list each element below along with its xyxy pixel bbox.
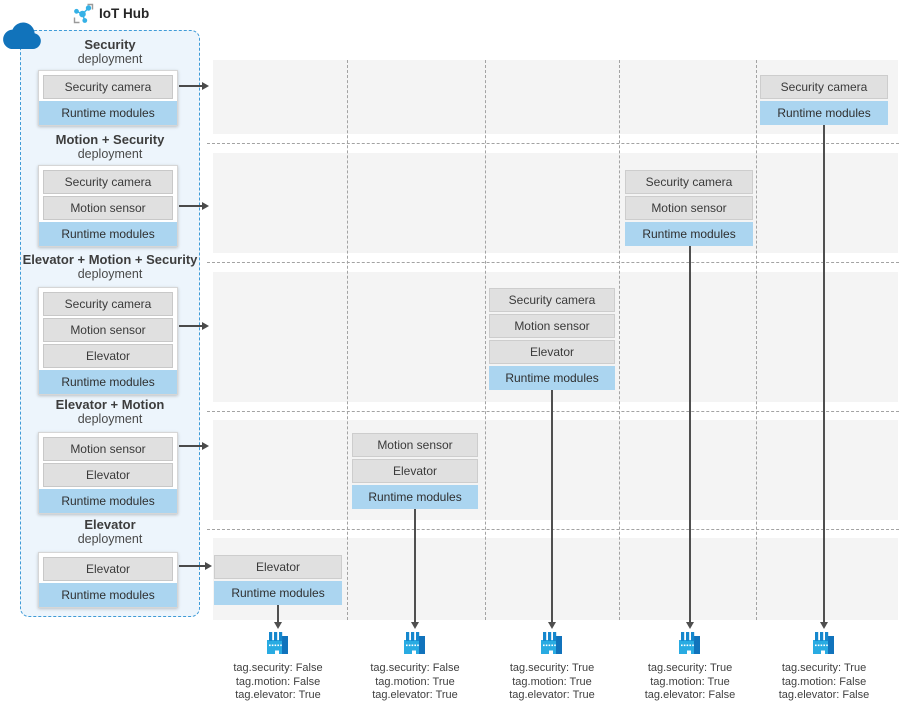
arrowhead-icon [411, 622, 419, 629]
deployment-title-elevator: Elevator deployment [77, 517, 143, 547]
deployment-card-elevator-motion: Motion sensor Elevator Runtime modules [38, 432, 178, 514]
arrowhead-icon [820, 622, 828, 629]
device-2-tags: tag.security: False tag.motion: True tag… [370, 662, 460, 701]
module-box: Motion sensor [625, 196, 753, 220]
device-3-module-stack: Security camera Motion sensor Elevator R… [489, 288, 615, 390]
arrow-icon [179, 205, 203, 207]
connector-line [689, 246, 691, 622]
grid-row-band-5 [213, 538, 898, 620]
deployment-card-motion-security: Security camera Motion sensor Runtime mo… [38, 165, 178, 247]
module-box: Elevator [43, 463, 173, 487]
module-box: Motion sensor [43, 318, 173, 342]
module-box: Security camera [625, 170, 753, 194]
device-5-module-stack: Security camera Runtime modules [760, 75, 888, 125]
column-separator [756, 60, 757, 620]
arrowhead-icon [686, 622, 694, 629]
deployment-card-security: Security camera Runtime modules [38, 70, 178, 126]
module-box: Security camera [760, 75, 888, 99]
iot-edge-device-icon [541, 632, 562, 654]
cloud-icon [3, 22, 41, 49]
device-1-module-stack: Elevator Runtime modules [214, 555, 342, 605]
device-3-tags: tag.security: True tag.motion: True tag.… [509, 662, 595, 701]
deployment-card-elevator: Elevator Runtime modules [38, 552, 178, 608]
runtime-modules-box: Runtime modules [39, 489, 177, 513]
module-box: Security camera [43, 75, 173, 99]
runtime-modules-box: Runtime modules [39, 101, 177, 125]
row-separator [207, 411, 899, 412]
runtime-modules-box: Runtime modules [352, 485, 478, 509]
row-separator [207, 529, 899, 530]
module-box: Elevator [43, 557, 173, 581]
arrowhead-icon [202, 442, 209, 450]
iot-edge-device-icon [404, 632, 425, 654]
runtime-modules-box: Runtime modules [39, 583, 177, 607]
device-4-module-stack: Security camera Motion sensor Runtime mo… [625, 170, 753, 246]
module-box: Motion sensor [43, 437, 173, 461]
iot-edge-device-icon [813, 632, 834, 654]
connector-line [277, 605, 279, 622]
device-5-tags: tag.security: True tag.motion: False tag… [778, 662, 870, 701]
device-2-module-stack: Motion sensor Elevator Runtime modules [352, 433, 478, 509]
arrowhead-icon [274, 622, 282, 629]
iot-hub-header: IoT Hub [73, 2, 149, 24]
arrow-icon [179, 325, 203, 327]
runtime-modules-box: Runtime modules [214, 581, 342, 605]
iot-edge-device-icon [679, 632, 700, 654]
module-box: Elevator [489, 340, 615, 364]
connector-line [414, 509, 416, 622]
deployment-title-elevator-motion: Elevator + Motion deployment [55, 397, 165, 427]
module-box: Security camera [489, 288, 615, 312]
deployment-title-security: Security deployment [77, 37, 143, 67]
module-box: Motion sensor [43, 196, 173, 220]
runtime-modules-box: Runtime modules [489, 366, 615, 390]
iot-edge-device-icon [267, 632, 288, 654]
row-separator [207, 262, 899, 263]
arrow-icon [179, 565, 206, 567]
module-box: Motion sensor [489, 314, 615, 338]
grid-row-band-4 [213, 420, 898, 520]
arrowhead-icon [548, 622, 556, 629]
module-box: Elevator [214, 555, 342, 579]
deployment-title-motion-security: Motion + Security deployment [55, 132, 165, 162]
row-separator [207, 143, 899, 144]
arrowhead-icon [202, 202, 209, 210]
deployment-title-elevator-motion-security: Elevator + Motion + Security deployment [22, 252, 198, 282]
column-separator [619, 60, 620, 620]
arrowhead-icon [205, 562, 212, 570]
arrowhead-icon [202, 82, 209, 90]
arrow-icon [179, 445, 203, 447]
arrowhead-icon [202, 322, 209, 330]
deployment-card-elevator-motion-security: Security camera Motion sensor Elevator R… [38, 287, 178, 395]
module-box: Elevator [43, 344, 173, 368]
runtime-modules-box: Runtime modules [625, 222, 753, 246]
iot-hub-icon [73, 3, 94, 23]
column-separator [485, 60, 486, 620]
device-1-tags: tag.security: False tag.motion: False ta… [233, 662, 323, 701]
runtime-modules-box: Runtime modules [39, 370, 177, 394]
iot-hub-title: IoT Hub [99, 5, 150, 21]
module-box: Elevator [352, 459, 478, 483]
grid-row-band-2 [213, 153, 898, 253]
device-4-tags: tag.security: True tag.motion: True tag.… [644, 662, 736, 701]
runtime-modules-box: Runtime modules [39, 222, 177, 246]
runtime-modules-box: Runtime modules [760, 101, 888, 125]
connector-line [551, 390, 553, 622]
column-separator [347, 60, 348, 620]
arrow-icon [179, 85, 203, 87]
module-box: Motion sensor [352, 433, 478, 457]
module-box: Security camera [43, 170, 173, 194]
module-box: Security camera [43, 292, 173, 316]
connector-line [823, 125, 825, 622]
